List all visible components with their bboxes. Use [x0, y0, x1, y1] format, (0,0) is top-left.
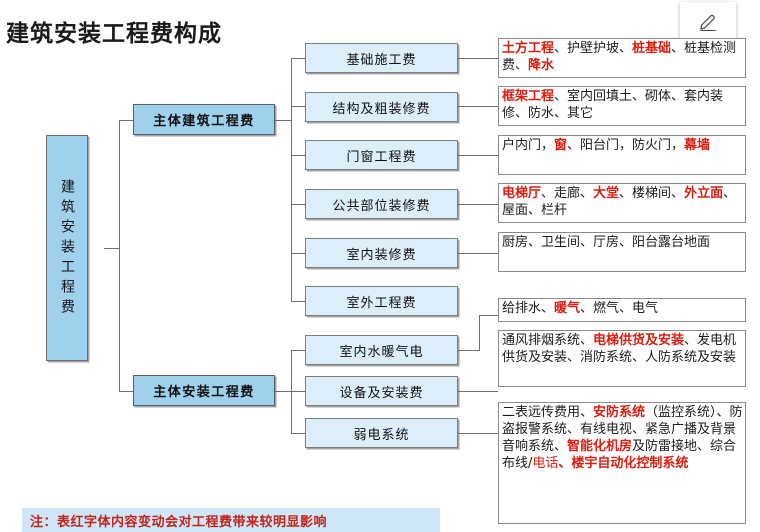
detail-box-doors-windows: 户内门，窗、阳台门，防火门，幕墙	[498, 135, 746, 175]
detail-text-run: 外立面	[684, 186, 724, 201]
detail-text-run: （监控系统）、防盗报警系统、有线电视、紧急广播及背景音响系统、	[502, 405, 743, 454]
node-label: 主体安装工程费	[153, 385, 255, 400]
detail-text-run: 降水	[528, 58, 555, 73]
connector	[119, 120, 120, 392]
connector	[291, 58, 292, 302]
detail-box-public-area: 电梯厅、走廊、大堂、楼梯间、外立面、屋面、栏杆	[498, 183, 746, 223]
detail-box-indoor-decoration: 厨房、卫生间、厅房、阳台露台地面	[498, 232, 746, 272]
detail-text-run: 、护壁护坡、	[554, 41, 633, 56]
connector	[291, 350, 305, 351]
node-indoor-plumbing-heating-gas-electric[interactable]: 室内水暖气电	[305, 335, 458, 365]
connector	[291, 301, 305, 302]
detail-text-run: 、燃气、电气	[580, 301, 659, 316]
detail-text-run: 窗	[554, 138, 568, 153]
node-label: 门窗工程费	[346, 149, 417, 165]
detail-text-run: 电梯厅	[502, 186, 542, 201]
node-label: 结构及粗装修费	[332, 101, 431, 117]
node-label: 室内装修费	[346, 247, 417, 263]
detail-text-run: 给排水、	[502, 301, 555, 316]
connector	[458, 253, 498, 254]
detail-text-run: 、桩基检测费、	[502, 41, 737, 73]
node-main-installation-works[interactable]: 主体安装工程费	[133, 375, 275, 406]
detail-text-run: 二表远传费用、	[502, 405, 594, 420]
connector	[458, 204, 498, 205]
detail-text-run: 框架工程	[502, 89, 555, 104]
detail-text-run: 桩基础	[632, 41, 672, 56]
root-node-label: 建筑安装工程费	[59, 179, 75, 319]
connector	[275, 120, 292, 121]
detail-text-run: 安防系统	[593, 405, 646, 420]
detail-box-equipment: 通风排烟系统、电梯供货及安装、发电机供货及安装、消防系统、人防系统及安装	[498, 330, 746, 387]
connector	[291, 253, 305, 254]
node-equipment-installation-cost[interactable]: 设备及安装费	[305, 376, 458, 406]
detail-text-run: 幕墙	[684, 138, 711, 153]
connector	[291, 204, 305, 205]
connector	[104, 248, 120, 249]
node-main-building-works[interactable]: 主体建筑工程费	[133, 104, 275, 135]
detail-text-run: 电话	[532, 456, 559, 471]
detail-text-run: 智能化机房	[567, 439, 633, 454]
node-label: 弱电系统	[353, 427, 410, 443]
node-foundation-construction-cost[interactable]: 基础施工费	[305, 43, 458, 73]
connector	[458, 106, 498, 107]
connector	[291, 106, 305, 107]
node-structure-rough-decoration-cost[interactable]: 结构及粗装修费	[305, 92, 458, 122]
detail-text-run: 厨房、卫生间、厅房、阳台露台地面	[502, 235, 711, 250]
detail-text-run: 、屋面、栏杆	[502, 186, 737, 218]
node-label: 室外工程费	[346, 295, 417, 311]
connector	[458, 350, 480, 351]
connector	[291, 58, 305, 59]
detail-text-run: 大堂	[593, 186, 620, 201]
detail-text-run: 、楼宇自动化控制系统	[558, 456, 689, 471]
node-indoor-decoration-cost[interactable]: 室内装修费	[305, 238, 458, 268]
root-node-building-installation-cost[interactable]: 建筑安装工程费	[46, 135, 88, 361]
node-outdoor-works-cost[interactable]: 室外工程费	[305, 286, 458, 316]
detail-text-run: 暖气	[554, 301, 581, 316]
node-label: 公共部位装修费	[332, 198, 431, 214]
connector	[458, 155, 498, 156]
connector	[291, 350, 292, 434]
connector	[479, 315, 480, 351]
connector	[291, 433, 305, 434]
detail-box-weak-current: 二表远传费用、安防系统（监控系统）、防盗报警系统、有线电视、紧急广播及背景音响系…	[498, 402, 746, 524]
detail-box-structure: 框架工程、室内回填土、砌体、套内装修、防水、其它	[498, 86, 746, 126]
connector	[291, 391, 305, 392]
connector	[291, 155, 305, 156]
connector	[458, 433, 498, 434]
detail-text-run: 电梯供货及安装	[593, 333, 685, 348]
connector	[119, 120, 133, 121]
footer-note: 注：表红字体内容变动会对工程费带来较明显影响	[22, 508, 440, 532]
detail-box-foundation: 土方工程、护壁护坡、桩基础、桩基检测费、降水	[498, 38, 746, 78]
detail-text-run: 土方工程	[502, 41, 555, 56]
detail-box-plumbing: 给排水、暖气、燃气、电气	[498, 298, 746, 322]
detail-text-run: 、发电机供货及安装、消防系统、人防系统及安装	[502, 333, 737, 365]
node-weak-current-system[interactable]: 弱电系统	[305, 418, 458, 448]
connector	[119, 391, 133, 392]
node-label: 室内水暖气电	[339, 344, 424, 360]
node-label: 设备及安装费	[339, 385, 424, 401]
detail-text-run: 、阳台门，防火门，	[567, 138, 685, 153]
connector	[479, 315, 498, 316]
detail-text-run: 通风排烟系统、	[502, 333, 594, 348]
pencil-icon	[697, 10, 719, 32]
node-label: 基础施工费	[346, 52, 417, 68]
node-label: 主体建筑工程费	[153, 114, 255, 129]
connector	[458, 391, 498, 392]
detail-text-run: 及防雷接地、综合布线/	[502, 439, 737, 471]
node-door-window-works-cost[interactable]: 门窗工程费	[305, 140, 458, 170]
detail-text-run: 、室内回填土、砌体、套内装修、防水、其它	[502, 89, 724, 121]
pencil-icon-button[interactable]	[680, 2, 736, 40]
detail-text-run: 、走廊、	[541, 186, 594, 201]
node-public-area-decoration-cost[interactable]: 公共部位装修费	[305, 189, 458, 219]
connector	[458, 58, 498, 59]
connector	[275, 391, 292, 392]
detail-text-run: 户内门，	[502, 138, 555, 153]
detail-text-run: 、楼梯间、	[619, 186, 685, 201]
page-title: 建筑安装工程费构成	[6, 21, 222, 47]
